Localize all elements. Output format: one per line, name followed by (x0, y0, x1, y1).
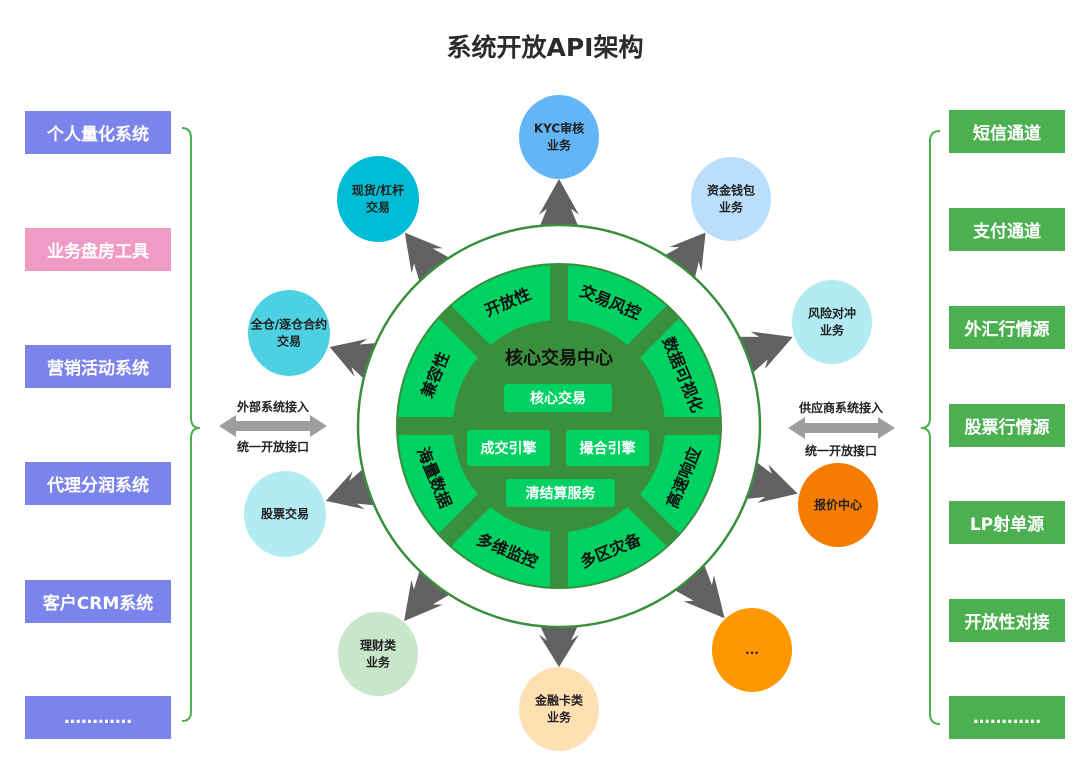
business-node-label: 资金钱包 (707, 183, 755, 198)
right-double-arrow (788, 417, 895, 439)
supplier-system-box: LP射单源 (949, 501, 1065, 544)
business-node-label: KYC审核 (534, 121, 584, 136)
right-connector-bottom-label: 统一开放接口 (805, 443, 877, 458)
business-node-circle (712, 608, 792, 692)
business-node: 股票交易 (244, 471, 326, 557)
right-connector-top-label: 供应商系统接入 (798, 400, 883, 415)
external-system-box: 业务盘房工具 (25, 228, 171, 271)
business-node-label: 报价中心 (814, 497, 862, 512)
core-module-label: 成交引擎 (481, 440, 537, 457)
supplier-system-box: 支付通道 (949, 208, 1065, 251)
business-node-circle (337, 156, 419, 242)
supplier-system-box: ………… (949, 696, 1065, 739)
business-node-label: 业务 (547, 710, 572, 725)
feature-segment (640, 318, 720, 418)
business-node-circle (691, 157, 771, 241)
business-node-label: 现货/杠杆 (352, 183, 404, 198)
external-system-box: 个人量化系统 (25, 111, 171, 154)
core-module-label: 撮合引擎 (580, 440, 636, 457)
business-node-label: 交易 (366, 200, 390, 215)
core-module-box (506, 479, 615, 507)
business-node-label: 业务 (366, 655, 391, 670)
core-center (457, 324, 661, 528)
connection-arrow (537, 619, 581, 667)
left-connector-top-label: 外部系统接入 (237, 399, 309, 414)
business-node-label: 股票交易 (261, 506, 309, 521)
core-module-box (504, 384, 612, 412)
connection-arrow (658, 232, 706, 286)
business-node-label: 理财类 (360, 638, 397, 653)
supplier-system-box: 外汇行情源 (949, 306, 1065, 349)
external-system-box: 营销活动系统 (25, 345, 171, 388)
core-module-box (566, 430, 649, 466)
feature-segment (451, 265, 551, 345)
business-node-circle (798, 463, 878, 547)
business-node-circle (519, 667, 599, 751)
feature-segment (567, 507, 667, 587)
core-module-label: 清结算服务 (526, 485, 597, 502)
business-node-label: 全仓/逐仓合约 (250, 317, 327, 332)
core-module-label: 核心交易 (530, 390, 586, 407)
business-node-label: 交易 (277, 334, 301, 349)
feature-segment (640, 434, 720, 534)
external-system-box: 代理分润系统 (25, 462, 171, 505)
business-node: ... (712, 608, 792, 692)
supplier-system-box: 短信通道 (949, 110, 1065, 153)
external-system-box: 客户CRM系统 (25, 580, 171, 623)
connection-arrow (404, 563, 457, 622)
business-node-circle (244, 471, 326, 557)
left-bracket (181, 127, 201, 722)
business-node: 报价中心 (798, 463, 878, 547)
right-bracket (920, 130, 941, 725)
business-node-circle (519, 95, 599, 179)
left-double-arrow (219, 415, 327, 437)
supplier-system-box: 股票行情源 (949, 404, 1065, 447)
feature-segment (567, 265, 667, 345)
business-node-label: ... (745, 643, 759, 657)
connection-arrow (537, 179, 581, 233)
external-system-box: ………… (25, 696, 171, 739)
business-node-label: 业务 (547, 138, 572, 153)
business-node-circle (338, 612, 418, 696)
business-node-label: 风险对冲 (808, 306, 856, 321)
feature-segment (451, 507, 551, 587)
business-node-circle (792, 280, 872, 364)
feature-segment (398, 318, 478, 418)
business-node-label: 金融卡类 (534, 693, 584, 708)
business-node-label: 业务 (719, 200, 744, 215)
left-connector-bottom-label: 统一开放接口 (237, 439, 309, 454)
connection-arrow (668, 557, 725, 619)
connection-arrow (404, 232, 456, 289)
core-title: 核心交易中心 (505, 347, 613, 369)
feature-segment (398, 434, 478, 534)
business-node-label: 业务 (820, 323, 845, 338)
core-module-box (467, 430, 550, 466)
supplier-system-box: 开放性对接 (949, 599, 1065, 642)
page-title: 系统开放API架构 (446, 33, 644, 62)
business-node-circle (248, 290, 330, 376)
